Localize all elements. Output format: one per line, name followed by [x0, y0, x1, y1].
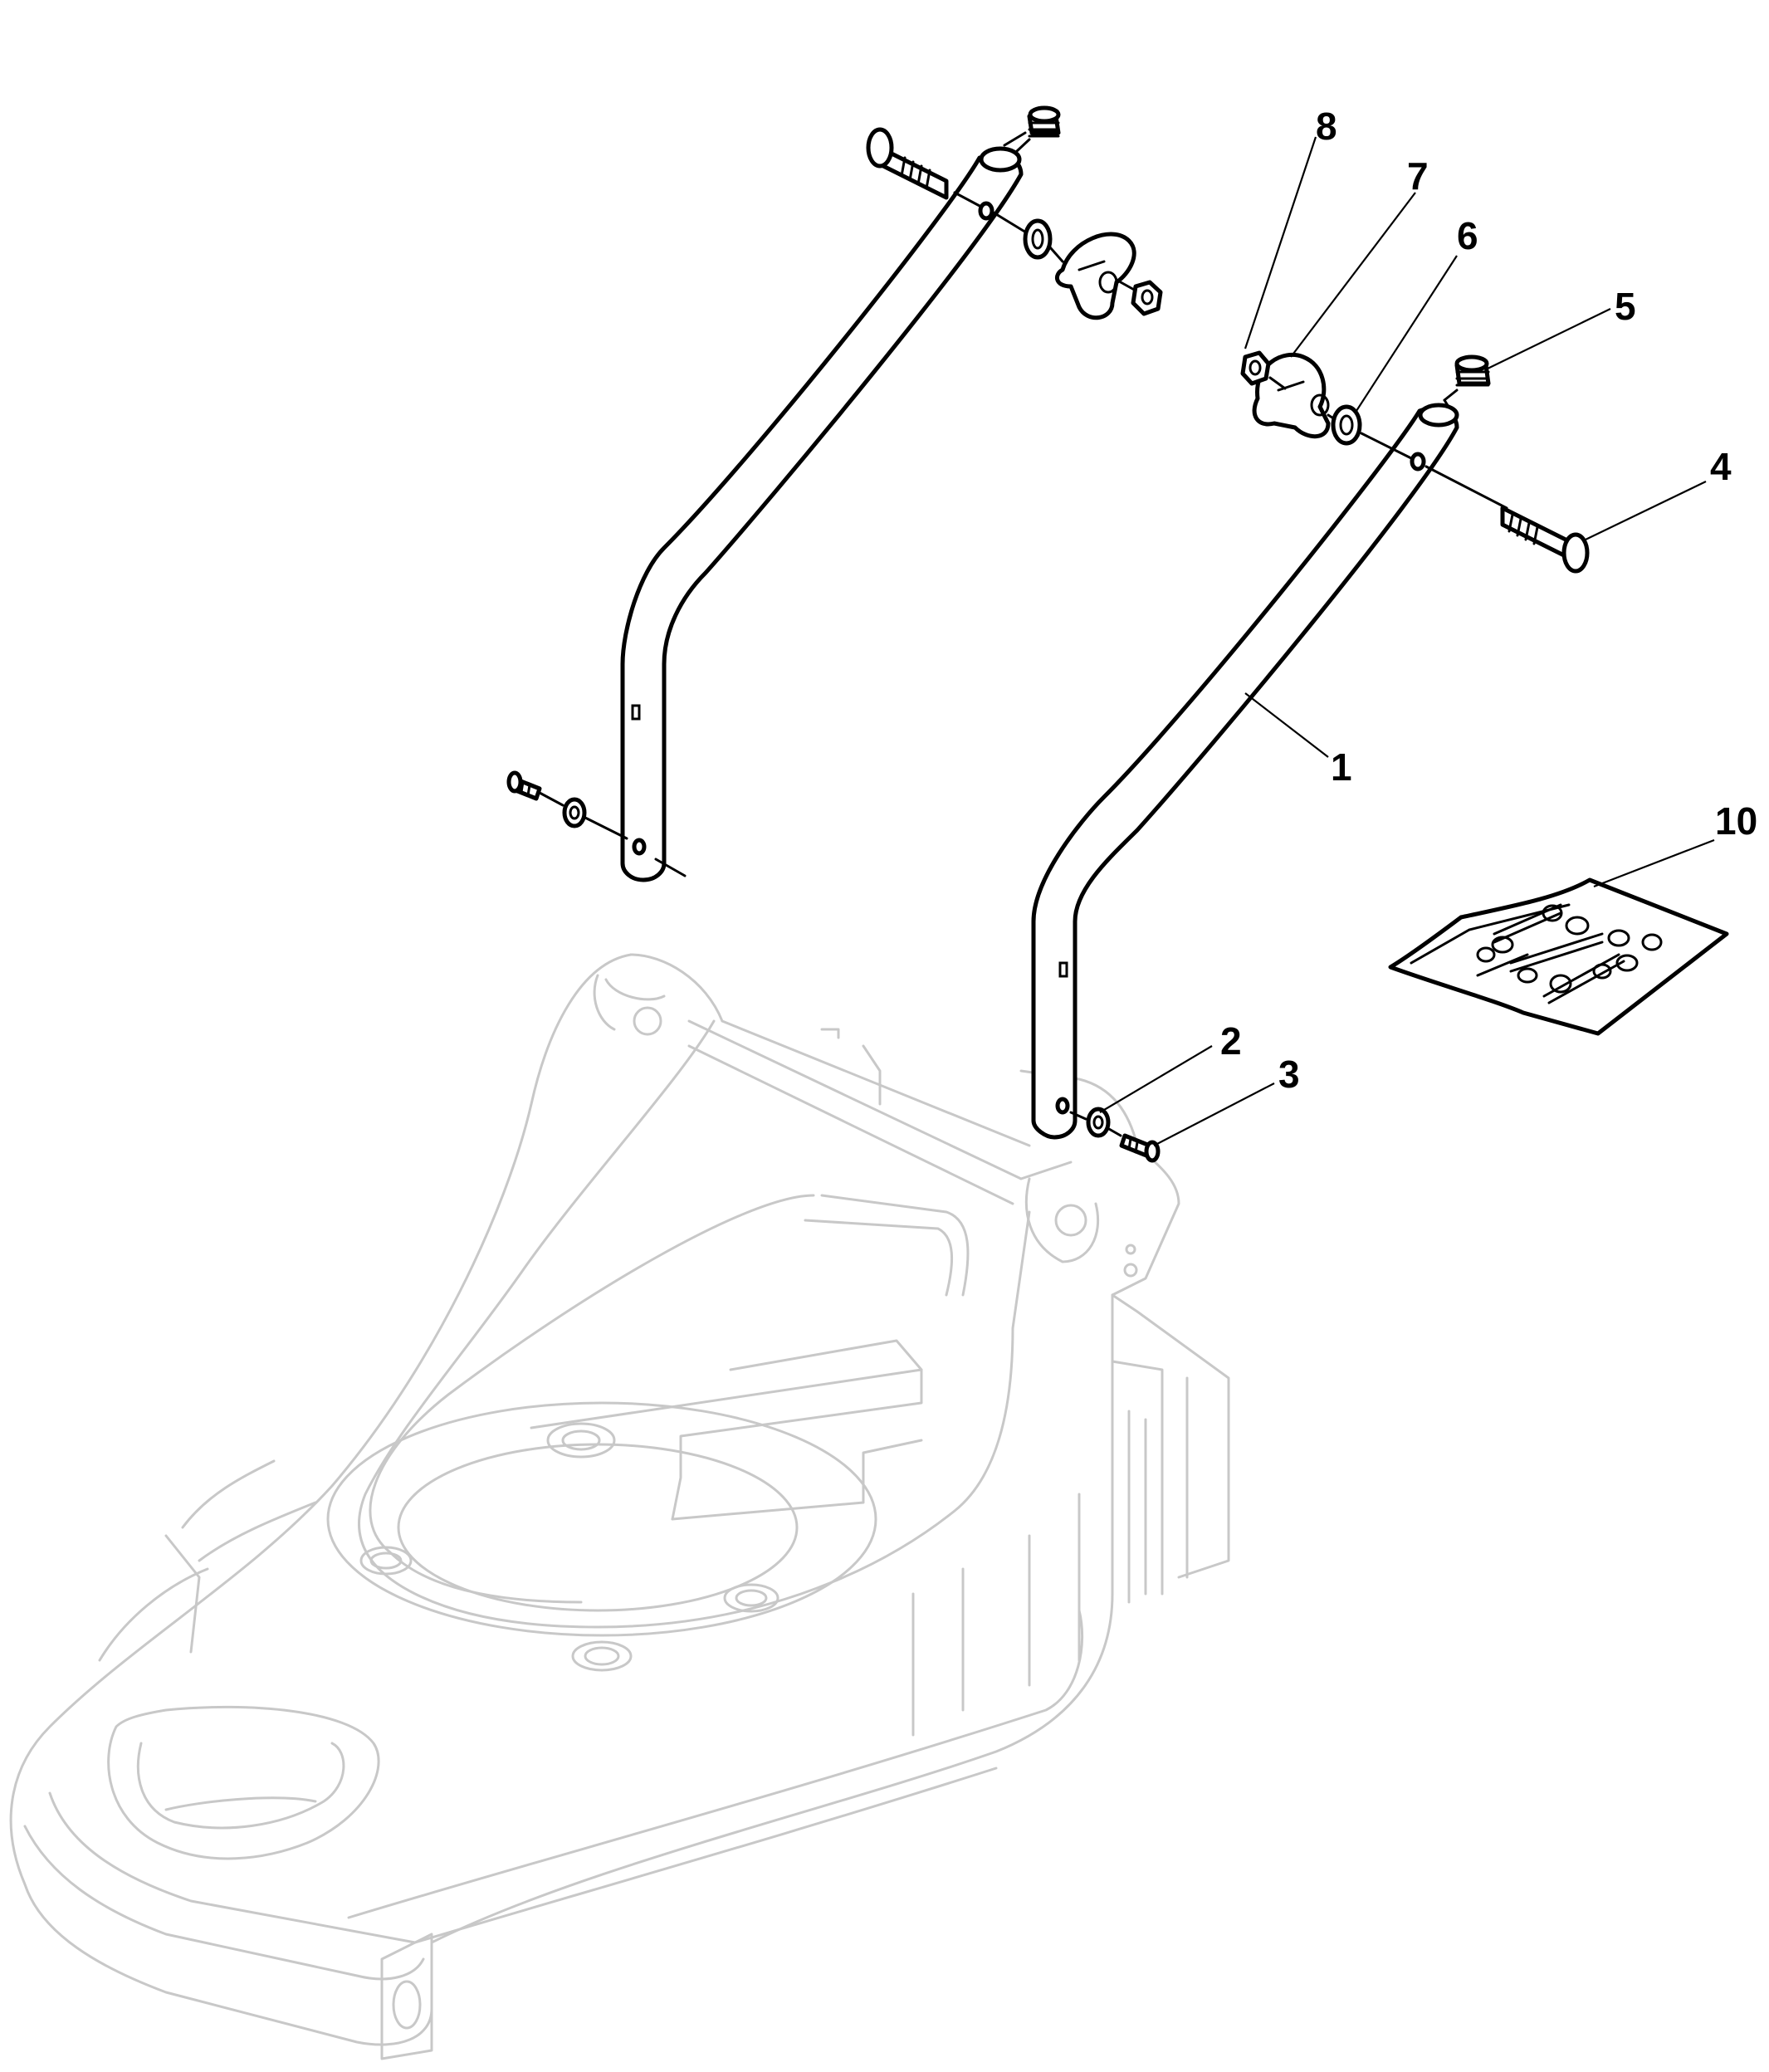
leader-5 [1485, 308, 1611, 370]
right-star-knob [1252, 352, 1331, 439]
right-carriage-bolt [1500, 506, 1590, 574]
left-lower-handle-tube [620, 146, 1024, 882]
right-nut [1240, 350, 1271, 386]
callout-6: 6 [1457, 214, 1478, 257]
leader-7 [1290, 192, 1416, 358]
callout-8: 8 [1316, 105, 1337, 148]
left-spring [1015, 105, 1061, 153]
leader-2 [1099, 1045, 1213, 1113]
leader-lines [1099, 136, 1715, 1146]
leader-10 [1593, 838, 1715, 888]
left-lower-screw [506, 770, 542, 801]
right-lower-washer [1086, 1107, 1111, 1138]
left-washer [1023, 218, 1053, 260]
callout-3: 3 [1278, 1053, 1300, 1096]
leader-6 [1354, 255, 1458, 414]
callout-10: 10 [1715, 799, 1757, 843]
left-lower-washer [562, 797, 587, 828]
callout-2: 2 [1220, 1019, 1242, 1063]
hardware-kit-bag [1388, 877, 1729, 1036]
callout-7: 7 [1407, 154, 1429, 198]
right-axis-lines [1069, 376, 1508, 1137]
callout-labels: 1 2 3 4 5 6 7 8 10 [1220, 105, 1757, 1096]
leader-3 [1153, 1082, 1275, 1146]
leader-8 [1244, 136, 1317, 349]
callout-1: 1 [1331, 745, 1352, 789]
right-lower-handle-tube [1031, 403, 1459, 1140]
kit-hardware-pieces [1476, 903, 1663, 1004]
callout-5: 5 [1615, 285, 1636, 328]
left-nut [1131, 280, 1163, 316]
left-star-knob [1055, 232, 1136, 320]
right-lower-screw [1119, 1133, 1161, 1163]
callout-4: 4 [1710, 445, 1732, 488]
right-spring [1443, 354, 1491, 402]
left-carriage-bolt [866, 127, 949, 200]
leader-4 [1585, 481, 1707, 540]
mower-deck-outline [9, 953, 1230, 2060]
left-axis-lines [538, 131, 1137, 877]
right-washer [1331, 404, 1362, 446]
leader-1 [1244, 692, 1329, 758]
